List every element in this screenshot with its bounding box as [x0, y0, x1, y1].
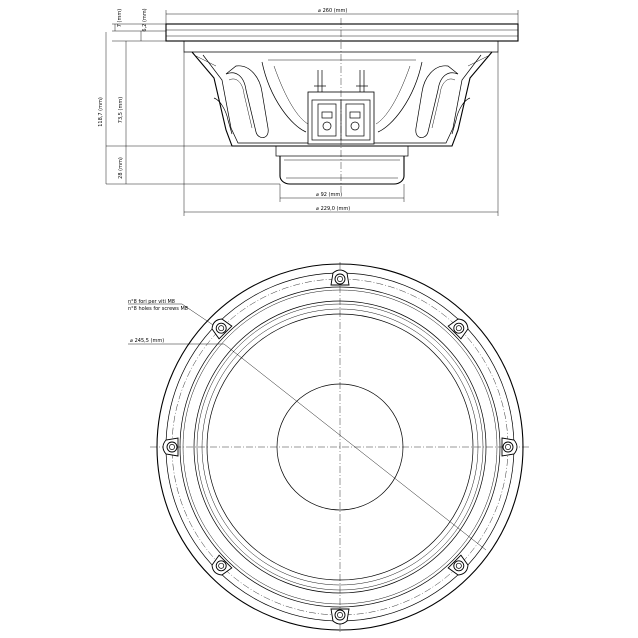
cone-profile [261, 61, 423, 133]
magnet-plate [275, 145, 409, 157]
mounting-hole [501, 437, 518, 457]
magnet [279, 156, 405, 185]
mounting-hole [330, 608, 350, 625]
speaker-flange [165, 23, 519, 42]
mounting-hole [447, 554, 469, 576]
dim-baffle-dia-label: ⌀ 229,0 (mm) [316, 206, 350, 212]
basket-arm-left [225, 65, 269, 138]
dim-bolt-circle-label: ⌀ 245,5 (mm) [130, 338, 164, 344]
front-view: ⌀ 245,5 (mm) n°8 fori per viti M8 n°8 ho… [128, 262, 530, 632]
dim-gasket-label: 6,2 (mm) [142, 8, 148, 31]
mounting-hole [211, 318, 233, 340]
mounting-holes [162, 269, 518, 625]
mounting-hole [211, 554, 233, 576]
dim-top-width-label: ⌀ 260 (mm) [318, 8, 347, 14]
basket-arm-right [415, 65, 459, 138]
side-view: 7 (mm) 6,2 (mm) 118,7 (mm) 73,5 (mm) 28 … [98, 8, 519, 216]
dim-basket-depth-label: 73,5 (mm) [118, 97, 124, 123]
dim-magnet-label: 28 (mm) [118, 157, 124, 179]
mounting-hole [330, 269, 350, 286]
hole-note-italian: n°8 fori per viti M8 [128, 299, 175, 305]
mounting-hole [162, 437, 179, 457]
hole-note-english: n°8 holes for screws M8 [128, 306, 188, 312]
bolt-circle-diameter-line [223, 343, 487, 551]
mounting-hole [447, 318, 469, 340]
dim-flange-label: 7 (mm) [117, 9, 123, 27]
dim-cone-dia-label: ⌀ 92 (mm) [316, 192, 342, 198]
dim-total-depth-label: 118,7 (mm) [98, 97, 104, 127]
